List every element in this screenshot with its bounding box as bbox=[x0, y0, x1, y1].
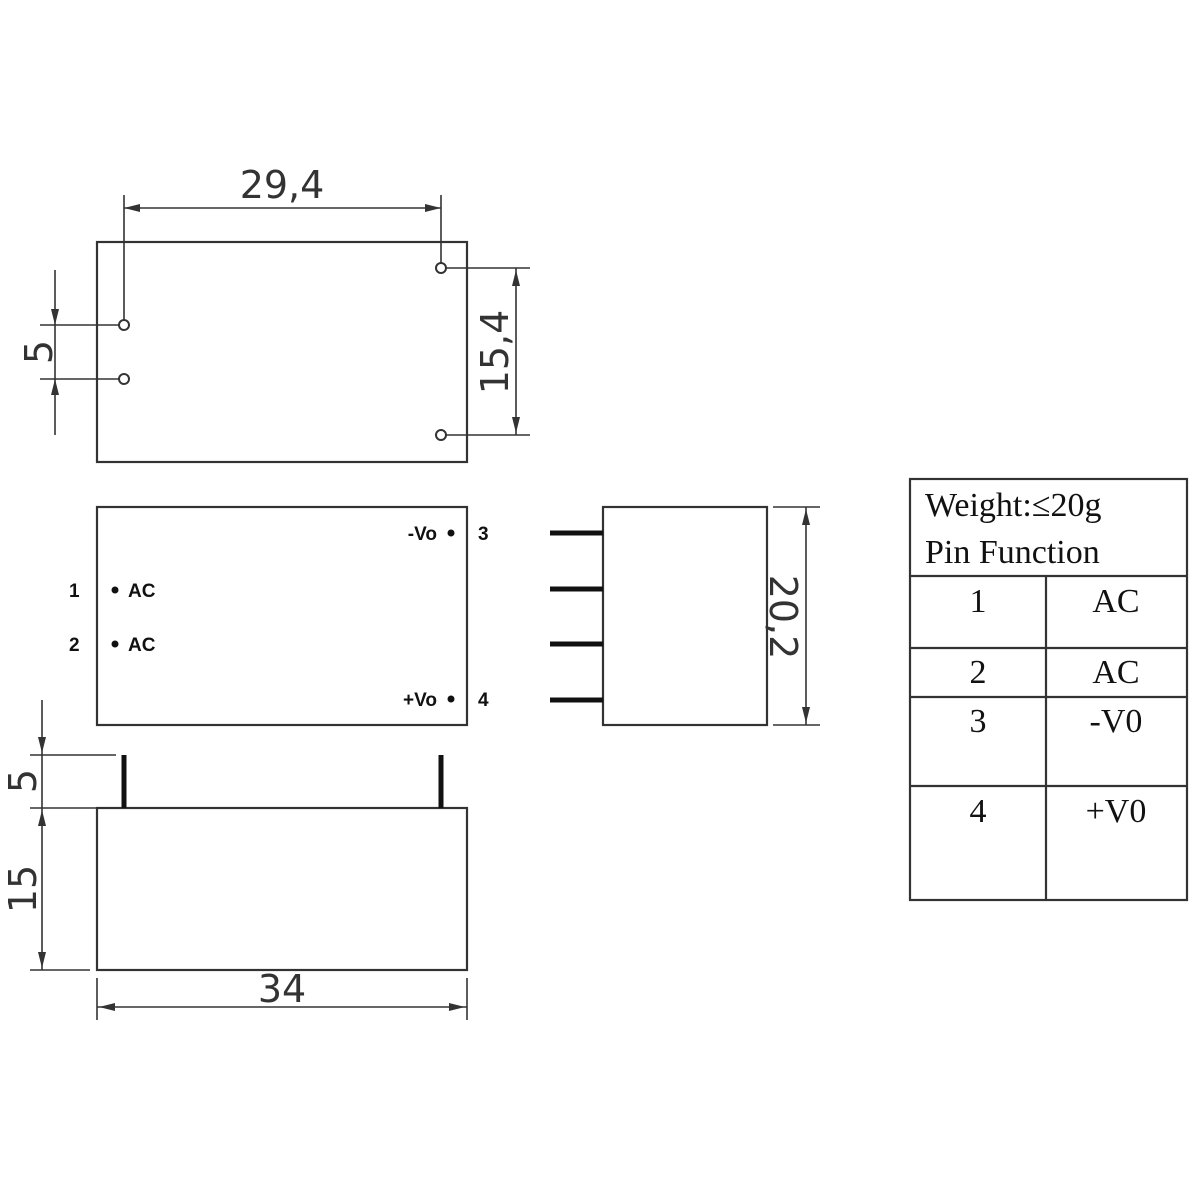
pin-hole-1 bbox=[118, 319, 130, 331]
dim-pin-length-label: 5 bbox=[1, 769, 45, 793]
top-view-body bbox=[95, 240, 469, 464]
side-view: 20,2 bbox=[550, 505, 820, 727]
dim-height-label: 20,2 bbox=[761, 575, 805, 660]
table-row-3-pin: 3 bbox=[970, 703, 987, 740]
table-row-2-function: AC bbox=[1092, 654, 1139, 691]
front-view-body bbox=[95, 505, 469, 727]
table-title: Pin Function bbox=[925, 534, 1100, 571]
pin-4-label: +Vo bbox=[403, 690, 437, 711]
dim-left-spacing-label: 5 bbox=[17, 340, 61, 364]
table-row-3-function: -V0 bbox=[1090, 703, 1143, 740]
pin-3-label: -Vo bbox=[408, 524, 437, 545]
bottom-view: 5 15 34 bbox=[1, 700, 469, 1020]
weight-label: Weight:≤20g bbox=[925, 487, 1101, 524]
table-row-2-pin: 2 bbox=[970, 654, 987, 691]
dim-body-height-label: 15 bbox=[1, 865, 45, 913]
table-row-1-function: AC bbox=[1092, 583, 1139, 620]
pin-hole-3 bbox=[435, 262, 447, 274]
pin-3-dot-icon bbox=[447, 529, 455, 537]
top-view: 29,4 5 15,4 bbox=[17, 163, 530, 464]
pin-1-number: 1 bbox=[69, 581, 80, 602]
front-view: 1 AC 2 AC -Vo 3 +Vo 4 bbox=[69, 505, 489, 727]
pin-2-label: AC bbox=[128, 635, 156, 656]
dim-right-spacing-label: 15,4 bbox=[473, 310, 517, 395]
pin-3-number: 3 bbox=[478, 524, 489, 545]
pin-2-number: 2 bbox=[69, 635, 80, 656]
pin-1-label: AC bbox=[128, 581, 156, 602]
pin-4-number: 4 bbox=[478, 690, 489, 711]
table-row-4-function: +V0 bbox=[1086, 793, 1147, 830]
pin-hole-2 bbox=[118, 373, 130, 385]
bottom-view-body bbox=[95, 806, 469, 972]
side-view-body bbox=[601, 505, 769, 727]
pin-4-dot-icon bbox=[447, 695, 455, 703]
pin-hole-4 bbox=[435, 429, 447, 441]
pin-2-dot-icon bbox=[111, 640, 119, 648]
dim-length-label: 34 bbox=[258, 967, 306, 1011]
table-row-4-pin: 4 bbox=[970, 793, 987, 830]
table-row-1-pin: 1 bbox=[970, 583, 987, 620]
dim-width-label: 29,4 bbox=[240, 163, 325, 207]
pin-1-dot-icon bbox=[111, 586, 119, 594]
pin-function-table: Weight:≤20g Pin Function 1 AC 2 AC 3 -V0… bbox=[908, 477, 1189, 902]
